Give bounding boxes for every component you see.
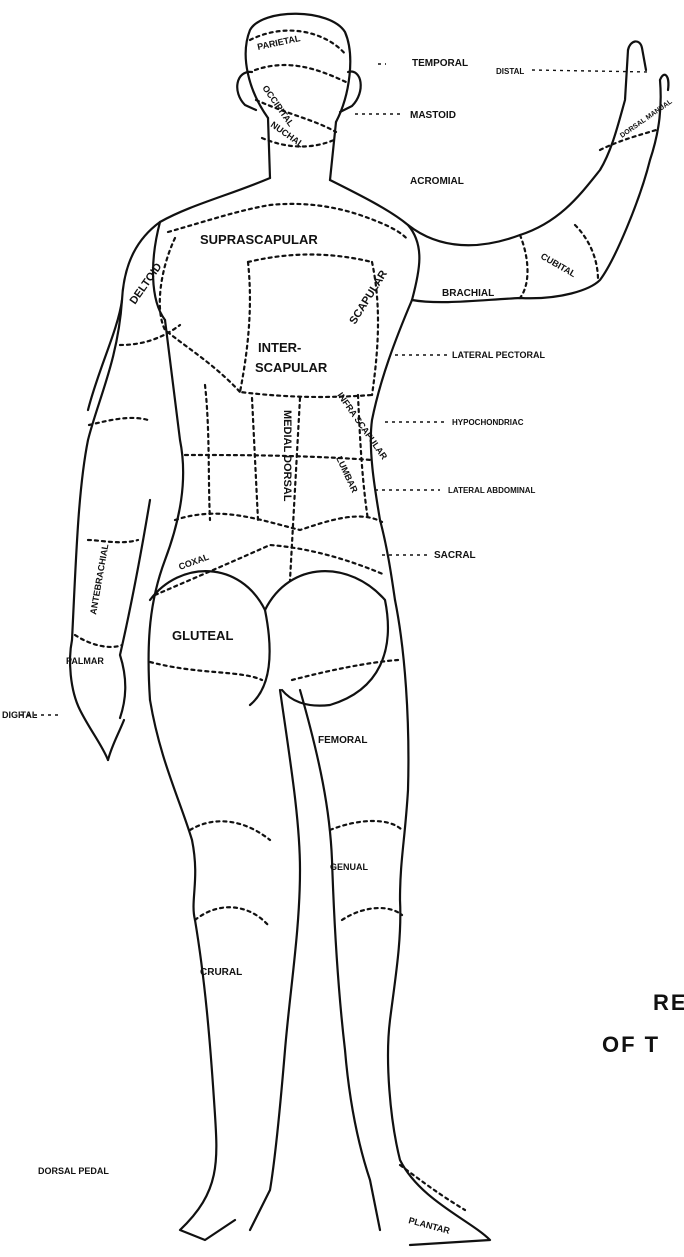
region-labels: PARIETAL OCCIPITAL NUCHAL TEMPORAL MASTO…	[2, 33, 674, 1236]
label-lumbar: LUMBAR	[334, 455, 360, 495]
label-genual: GENUAL	[330, 862, 369, 872]
label-crural: CRURAL	[200, 967, 242, 978]
leader-lines	[20, 64, 650, 715]
region-boundaries	[75, 31, 656, 1210]
label-lateral-pectoral: LATERAL PECTORAL	[452, 350, 546, 360]
title-line-2: OF T	[602, 1032, 660, 1057]
label-antebrachial: ANTEBRACHIAL	[88, 543, 110, 616]
label-infrascapular: INFRA SCAPULAR	[335, 390, 389, 461]
label-scapular: SCAPULAR	[347, 268, 390, 326]
label-dorsal-pedal: DORSAL PEDAL	[38, 1166, 109, 1176]
label-temporal: TEMPORAL	[412, 58, 468, 69]
label-plantar: PLANTAR	[407, 1215, 451, 1236]
label-femoral: FEMORAL	[318, 735, 367, 746]
label-suprascapular: SUPRASCAPULAR	[200, 232, 318, 247]
label-interscapular-1: INTER-	[258, 340, 301, 355]
label-sacral: SACRAL	[434, 550, 476, 561]
label-brachial: BRACHIAL	[442, 288, 494, 299]
label-parietal: PARIETAL	[256, 33, 301, 52]
label-digital: DIGITAL	[2, 710, 38, 720]
label-mastoid: MASTOID	[410, 110, 456, 121]
title-line-1: RE	[653, 990, 684, 1015]
label-interscapular-2: SCAPULAR	[255, 360, 328, 375]
label-cubital: CUBITAL	[539, 251, 578, 279]
label-coxal: COXAL	[177, 552, 210, 572]
label-acromial: ACROMIAL	[410, 176, 464, 187]
label-palmar: PALMAR	[66, 656, 104, 666]
label-gluteal: GLUTEAL	[172, 628, 233, 643]
label-lateral-abdominal: LATERAL ABDOMINAL	[448, 486, 536, 495]
label-medial-dorsal: MEDIAL DORSAL	[281, 410, 293, 502]
label-hypochondriac: HYPOCHONDRIAC	[452, 418, 524, 427]
figure-title: RE OF T	[602, 990, 684, 1057]
body-outline	[70, 14, 668, 1245]
label-distal: DISTAL	[496, 67, 524, 76]
